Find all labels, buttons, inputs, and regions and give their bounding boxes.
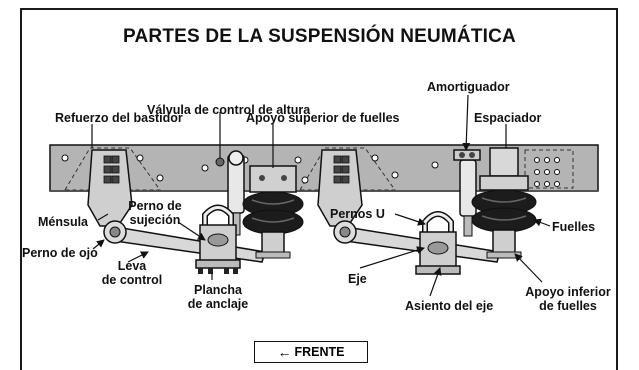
- label-perno-sujecion-line2: sujeción: [129, 213, 181, 227]
- label-leva: Leva de control: [95, 259, 169, 287]
- air-spring-2: [471, 147, 537, 259]
- frente-indicator: ← FRENTE: [254, 341, 368, 363]
- label-perno-sujecion-line1: Perno de: [128, 199, 182, 213]
- frente-label: FRENTE: [294, 345, 345, 359]
- leader-lines: [91, 94, 551, 297]
- diagram-title: PARTES DE LA SUSPENSIÓN NEUMÁTICA: [123, 26, 516, 47]
- label-leva-line2: de control: [101, 273, 163, 287]
- left-arrow-icon: ←: [277, 344, 292, 360]
- label-plancha: Plancha de anclaje: [178, 283, 258, 311]
- diagram-frame: [20, 8, 618, 370]
- label-valvula: Válvula de control de altura: [147, 103, 311, 117]
- label-apoyo-inferior: Apoyo inferior de fuelles: [518, 285, 618, 313]
- control-arm-2: [333, 220, 501, 263]
- label-apoyo-superior: Apoyo superior de fuelles: [246, 111, 400, 125]
- label-refuerzo: Refuerzo del bastidor: [55, 111, 183, 125]
- shock-absorber-1: [215, 150, 245, 236]
- label-mensula: Ménsula: [38, 215, 89, 229]
- hanger-bracket-2: [317, 149, 363, 227]
- label-apoyo-inferior-line1: Apoyo inferior: [525, 285, 611, 299]
- label-amortiguador: Amortiguador: [427, 80, 510, 94]
- label-eje: Eje: [348, 272, 367, 286]
- air-spring-1: [242, 165, 304, 259]
- label-plancha-line2: de anclaje: [187, 297, 249, 311]
- control-arm-1: [103, 220, 266, 263]
- label-espaciador: Espaciador: [474, 111, 542, 125]
- hanger-bracket-1: [87, 149, 133, 227]
- label-pernos-u: Pernos U: [330, 207, 385, 221]
- axle-seat-1: [195, 204, 241, 274]
- label-leva-line1: Leva: [117, 259, 147, 273]
- label-perno-sujecion: Perno de sujeción: [126, 199, 184, 227]
- label-perno-ojo: Perno de ojo: [22, 246, 98, 260]
- label-fuelles: Fuelles: [552, 220, 596, 234]
- label-apoyo-inferior-line2: de fuelles: [539, 299, 597, 313]
- label-plancha-line1: Plancha: [194, 283, 242, 297]
- label-asiento: Asiento del eje: [405, 299, 494, 313]
